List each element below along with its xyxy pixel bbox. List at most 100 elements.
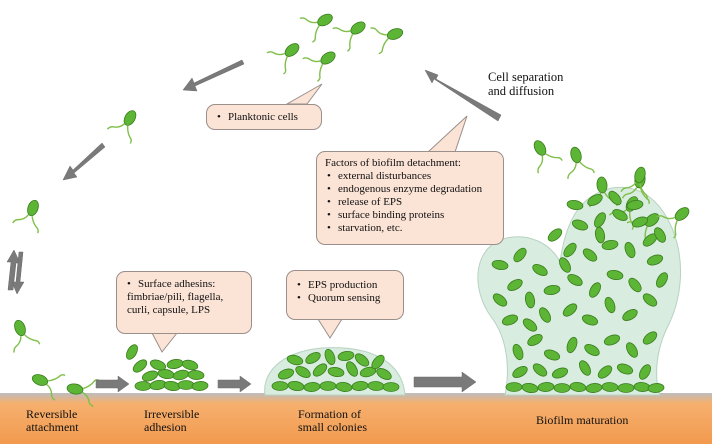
bacterium-cell: [594, 212, 606, 228]
adhesins-item: Surface adhesins:: [127, 278, 243, 291]
stage-label-irreversible: Irreversible adhesion: [144, 408, 199, 434]
bacterium-cell: [563, 242, 577, 258]
planktonic-bacterium: [302, 51, 336, 82]
bacterium-cell: [286, 354, 304, 366]
stage-line: Formation of: [298, 407, 361, 421]
flagella: [302, 57, 324, 82]
flagella: [537, 153, 563, 174]
bacterium-cell: [141, 370, 159, 382]
cell-body: [608, 190, 622, 206]
bacterium-cell: [295, 366, 311, 378]
cell-body: [312, 363, 328, 377]
stage-line: small colonies: [298, 420, 367, 434]
bacterium-cell: [597, 365, 613, 379]
bacterium-cell: [359, 366, 377, 378]
bacterium-cell: [571, 219, 589, 231]
planktonic-callout: Planktonic cells: [206, 104, 322, 130]
cell-body: [512, 343, 524, 361]
bacterium-cell: [521, 382, 539, 394]
flagella: [266, 51, 288, 75]
cell-body: [512, 366, 528, 378]
cell-body: [371, 354, 385, 370]
cell-body: [606, 269, 624, 281]
flagella: [332, 27, 354, 52]
bacterium-cell: [505, 382, 523, 392]
cell-body: [644, 213, 660, 227]
cell-body: [132, 359, 148, 373]
cell-body: [639, 364, 651, 380]
flagella: [46, 374, 66, 401]
cell-body: [646, 254, 664, 266]
bacterium-cell: [132, 359, 148, 373]
cell-body: [570, 146, 582, 164]
cell-body: [647, 383, 665, 393]
cell-body: [537, 382, 555, 392]
cell-separation-label: Cell separation and diffusion: [488, 70, 563, 98]
cell-body: [551, 367, 569, 379]
cell-body: [539, 307, 551, 323]
cell-body: [527, 334, 543, 346]
bacterium-cell: [191, 381, 209, 391]
cell-body: [547, 228, 563, 242]
bacterium-cell: [589, 282, 601, 298]
cell-body: [533, 140, 547, 156]
cell-body: [622, 309, 638, 321]
stage-line: adhesion: [144, 420, 187, 434]
bacterium-cell: [134, 381, 152, 391]
cell-body: [654, 227, 666, 243]
cell-body: [532, 264, 548, 276]
cell-body: [286, 354, 304, 366]
cell-body: [589, 282, 601, 298]
cell-body: [501, 314, 519, 326]
cell-body: [507, 279, 523, 291]
stage-label-maturation: Biofilm maturation: [536, 414, 628, 427]
cell-body: [571, 219, 589, 231]
bacterium-cell: [371, 354, 385, 370]
detachment-item: external disturbances: [327, 170, 495, 183]
bacterium-cell: [646, 254, 664, 266]
cell-body: [594, 212, 606, 228]
cell-body: [491, 259, 509, 271]
cell-body: [324, 348, 336, 366]
cell-body: [553, 383, 571, 393]
cell-body: [532, 363, 548, 377]
planktonic-bacterium: [66, 379, 100, 408]
cell-body: [634, 166, 646, 184]
cell-body: [187, 370, 205, 380]
cell-body: [582, 248, 598, 262]
cell-body: [172, 369, 190, 381]
detachment-item: release of EPS: [327, 196, 495, 209]
detachment-item: surface binding proteins: [327, 209, 495, 222]
cell-body: [492, 293, 508, 307]
bacterium-cell: [587, 194, 603, 206]
flagella: [12, 214, 39, 234]
cell-body: [567, 274, 583, 286]
bacterium-cell: [631, 216, 649, 228]
cell-body: [141, 370, 159, 382]
bacterium-cell: [492, 293, 508, 307]
bacterium-cell: [382, 382, 400, 392]
planktonic-bacterium: [567, 146, 595, 179]
planktonic-bacterium: [332, 21, 366, 52]
bacterium-cell: [501, 314, 519, 326]
cell-body: [149, 359, 167, 371]
bacterium-cell: [617, 383, 635, 393]
eps-callout-tail: [317, 318, 343, 339]
flagella: [370, 27, 389, 55]
bacterium-cell: [656, 272, 668, 288]
cell-body: [191, 381, 209, 391]
cell-separation-line: and diffusion: [488, 84, 555, 98]
adhesins-item-line: curli, capsule, LPS: [127, 304, 211, 316]
cell-body: [626, 342, 638, 358]
eps-callout: EPS production Quorum sensing: [286, 270, 404, 320]
cell-body: [543, 284, 561, 296]
bacterium-cell: [639, 364, 651, 380]
planktonic-bacterium: [656, 207, 690, 239]
detachment-callout: Factors of biofilm detachment: external …: [316, 151, 504, 245]
cell-body: [27, 199, 39, 217]
bacterium-cell: [319, 381, 337, 391]
bacterium-cell: [537, 382, 555, 392]
cell-body: [597, 365, 613, 379]
bacterium-cell: [604, 296, 616, 314]
